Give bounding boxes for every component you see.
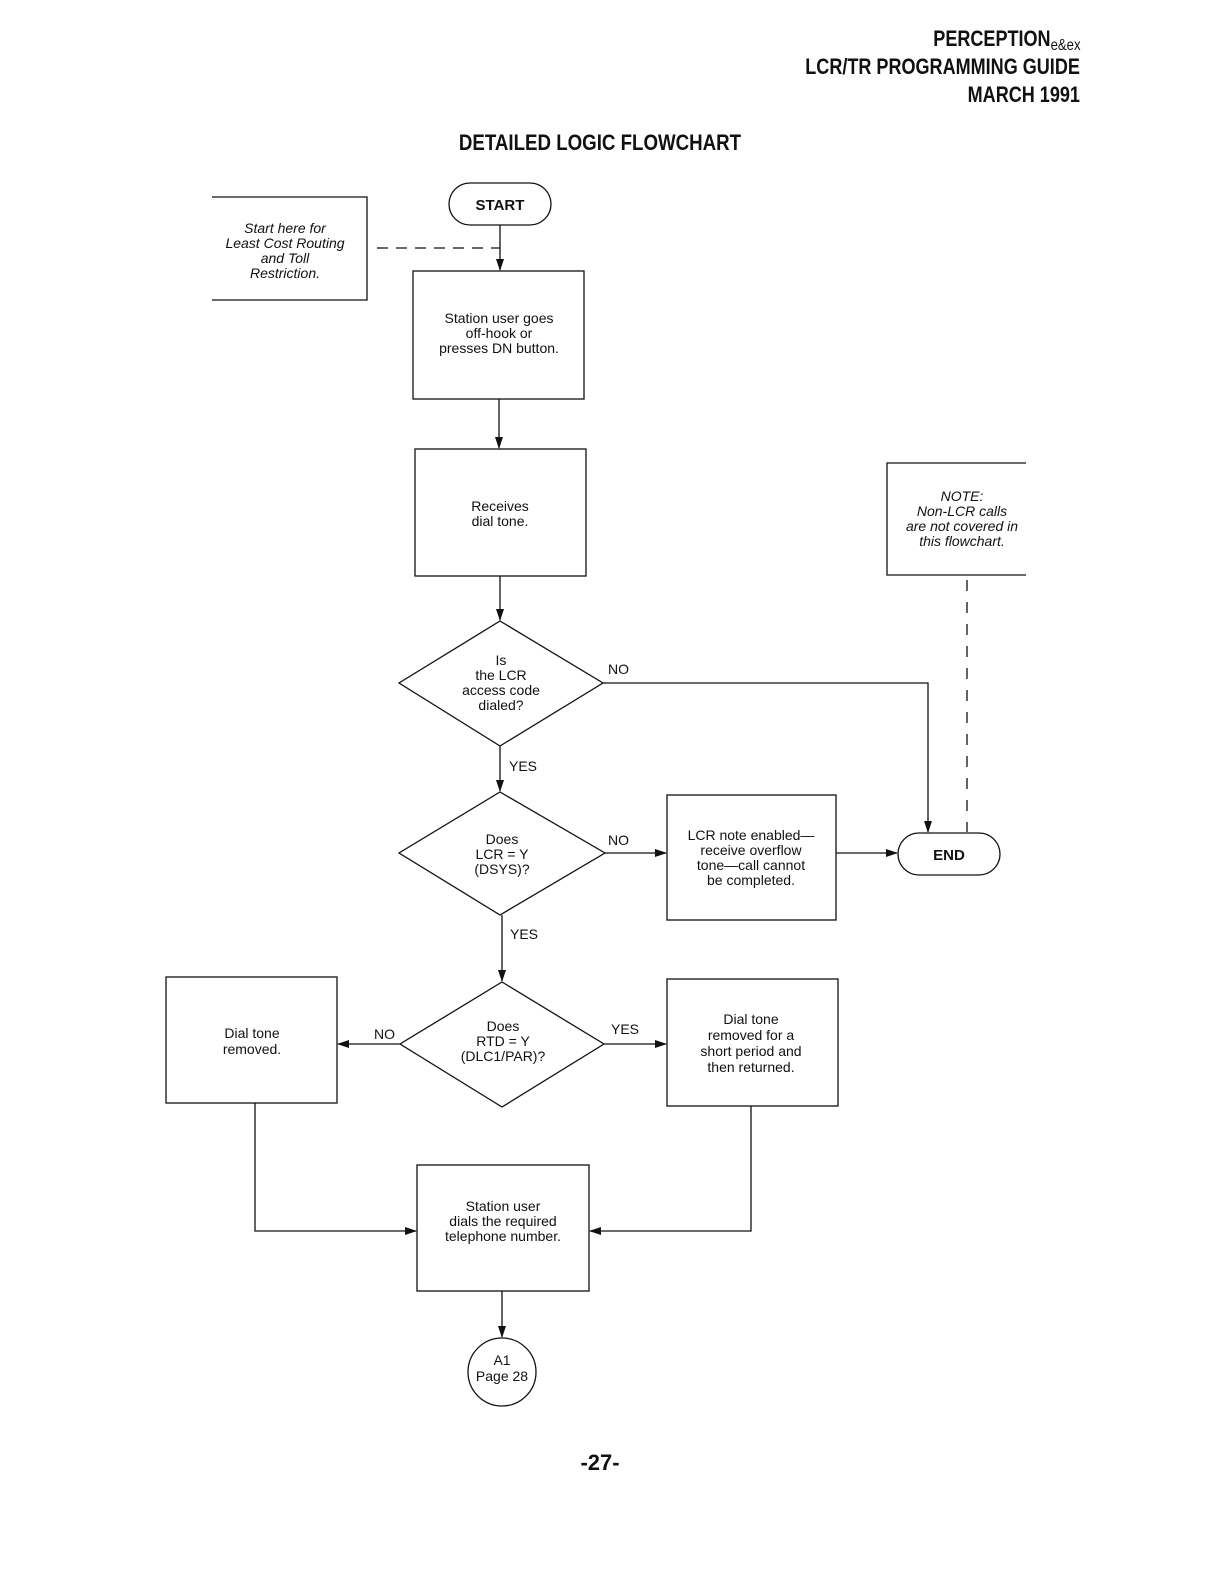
edge-label-yes: YES: [509, 758, 537, 774]
returned-line: removed for a: [708, 1027, 795, 1043]
removed-line: removed.: [223, 1041, 281, 1057]
rtd-decision: [398, 981, 606, 1108]
dialtone-line: dial tone.: [472, 513, 529, 529]
dialtone-line: Receives: [471, 498, 529, 514]
start-label: START: [476, 197, 525, 214]
returned-line: then returned.: [707, 1059, 794, 1075]
lcr-code-line: dialed?: [478, 697, 523, 713]
start-note-box: [212, 196, 368, 301]
lcr-enabled-decision: [397, 791, 607, 916]
note-line: are not covered in: [906, 518, 1018, 534]
lcr-code-line: the LCR: [475, 667, 526, 683]
start-note-line: Least Cost Routing: [225, 235, 344, 251]
lcr-enabled-line: LCR = Y: [475, 846, 529, 862]
header-product: PERCEPTIONe&ex: [932, 26, 1080, 54]
edge-label-no: NO: [374, 1026, 395, 1042]
rtd-line: Does: [487, 1018, 520, 1034]
lcr-code-line: access code: [462, 682, 540, 698]
offhook-line: off-hook or: [466, 325, 533, 341]
offhook-line: Station user goes: [445, 310, 554, 326]
lcr-code-line: Is: [496, 652, 507, 668]
overflow-line: LCR note enabled—: [688, 827, 815, 843]
overflow-line: receive overflow: [700, 842, 802, 858]
note-line: Non-LCR calls: [917, 503, 1007, 519]
dials-line: telephone number.: [445, 1228, 561, 1244]
edge-label-no: NO: [608, 832, 629, 848]
dials-line: dials the required: [449, 1213, 556, 1229]
overflow-box: [666, 794, 837, 921]
overflow-line: be completed.: [707, 872, 795, 888]
lcr-enabled-line: Does: [486, 831, 519, 847]
rtd-line: (DLC1/PAR)?: [461, 1048, 546, 1064]
edge-label-no: NO: [608, 661, 629, 677]
offhook-line: presses DN button.: [439, 340, 559, 356]
returned-box: [666, 978, 839, 1107]
note-box: [886, 462, 1026, 576]
end-label: END: [933, 847, 965, 864]
note-line: NOTE:: [941, 488, 984, 504]
connector-line: Page 28: [476, 1368, 528, 1384]
edge-label-yes: YES: [611, 1021, 639, 1037]
lcr-enabled-line: (DSYS)?: [474, 861, 529, 877]
edge-label-yes: YES: [510, 926, 538, 942]
removed-line: Dial tone: [224, 1025, 279, 1041]
rtd-line: RTD = Y: [476, 1033, 530, 1049]
connector-circle: [467, 1337, 537, 1407]
end-terminal: [897, 832, 1001, 876]
header-date: MARCH 1991: [967, 82, 1080, 107]
dials-line: Station user: [466, 1198, 541, 1214]
page-number: -27-: [580, 1450, 620, 1475]
start-note-line: Restriction.: [250, 265, 320, 281]
header-guide: LCR/TR PROGRAMMING GUIDE: [805, 54, 1080, 79]
connector-line: A1: [493, 1352, 510, 1368]
start-note-line: Start here for: [244, 220, 327, 236]
overflow-line: tone—call cannot: [697, 857, 805, 873]
start-note-line: and Toll: [261, 250, 310, 266]
page-title: DETAILED LOGIC FLOWCHART: [458, 130, 742, 155]
returned-line: short period and: [700, 1043, 801, 1059]
returned-line: Dial tone: [723, 1011, 778, 1027]
note-line: this flowchart.: [919, 533, 1005, 549]
